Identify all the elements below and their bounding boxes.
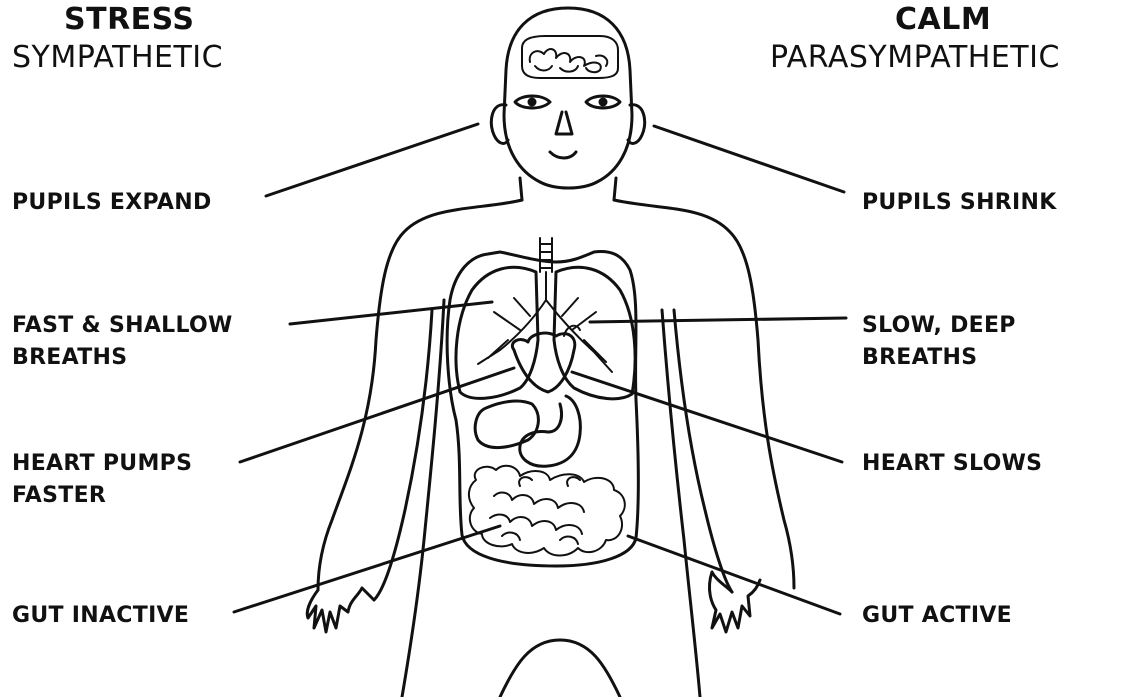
mouth-icon <box>550 152 576 158</box>
liver-icon <box>475 401 538 448</box>
heart-icon <box>512 333 574 392</box>
connector-heart-pumps-faster <box>240 368 514 462</box>
connector-slow-deep-breaths <box>590 318 846 322</box>
trachea-icon <box>540 238 552 272</box>
brain-icon <box>530 49 608 72</box>
connector-gut-active <box>628 536 840 614</box>
left-lung-icon <box>456 267 538 398</box>
legs-inner <box>500 640 620 697</box>
connector-gut-inactive <box>234 526 500 612</box>
stomach-icon <box>520 396 581 466</box>
left-pupil-icon <box>528 98 537 107</box>
left-hand-icon <box>307 588 374 632</box>
organ-cavity <box>447 252 638 566</box>
connector-heart-slows <box>572 372 842 462</box>
intestines-icon <box>469 466 625 556</box>
right-arm-inner <box>674 310 732 592</box>
nose-icon <box>556 112 572 134</box>
connector-pupils-expand <box>266 124 478 196</box>
connector-pupils-shrink <box>654 126 844 192</box>
body-outline-left <box>318 200 522 590</box>
right-pupil-icon <box>599 98 608 107</box>
